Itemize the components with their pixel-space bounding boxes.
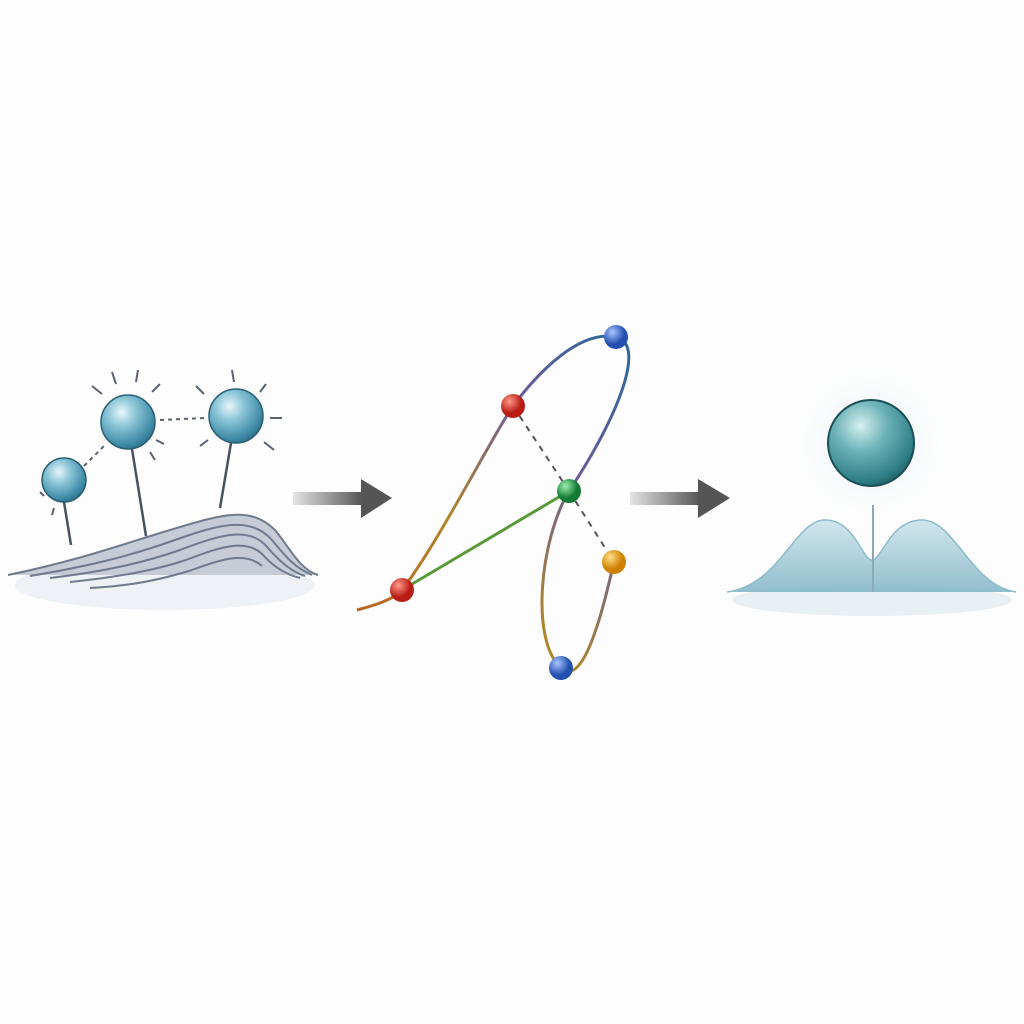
right-arrow-icon [630, 479, 730, 518]
node-red-top [501, 394, 525, 418]
sphere-small [41, 457, 87, 503]
middle-panel-graph [356, 325, 631, 680]
left-panel [7, 369, 319, 610]
dashed-edges [512, 405, 615, 563]
node-red-bottom [390, 578, 414, 602]
node-orange [602, 550, 626, 574]
node-green [557, 479, 581, 503]
sphere-right [208, 388, 264, 444]
sphere-stems [62, 442, 233, 546]
sphere-middle [100, 394, 156, 450]
surface-lines [7, 513, 319, 589]
node-blue-bottom [549, 656, 573, 680]
right-panel [726, 358, 1017, 616]
network-curve [356, 334, 631, 673]
green-edge [401, 489, 570, 592]
optimal-sphere [827, 399, 915, 487]
right-arrow-icon [293, 479, 392, 518]
bell-curves [727, 520, 1016, 592]
radiating-lines [39, 369, 282, 516]
node-blue-top [604, 325, 628, 349]
